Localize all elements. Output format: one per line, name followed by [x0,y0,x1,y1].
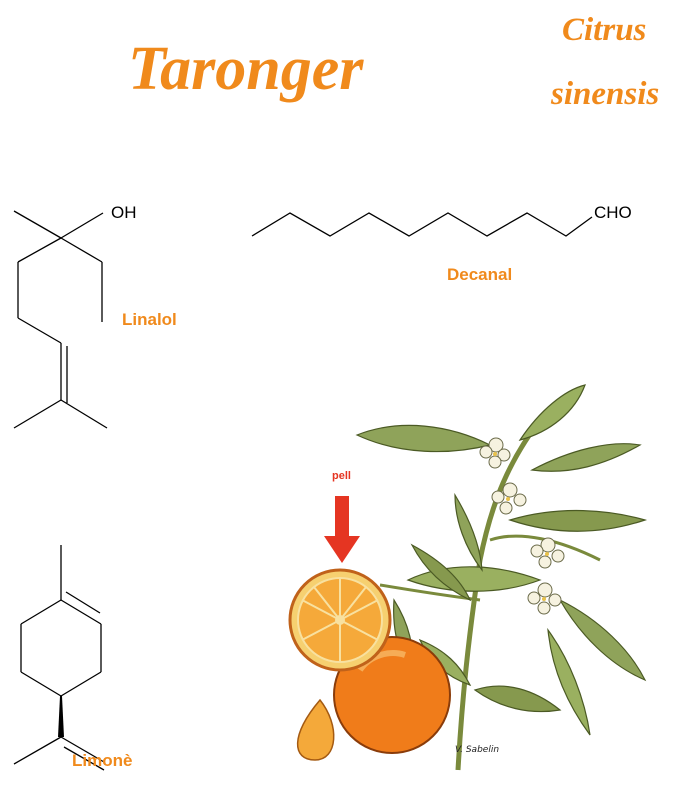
leaf-icon [454,492,483,572]
limonene-label: Limonè [72,751,133,770]
leaf-icon [508,509,648,532]
leaf-icon [355,424,492,453]
scientific-name-species: sinensis [551,76,660,112]
limonene-structure [13,545,105,771]
blossom-icon [488,437,504,453]
common-name-title: Taronger [128,35,364,103]
leaf-icon [558,598,647,682]
orange-slice-icon [288,568,392,672]
leaf-icon [410,543,472,602]
scientific-name-genus: Citrus [562,12,647,48]
oil-drop-icon [296,698,335,761]
leaf-icon [473,685,562,713]
leaf-icon [530,443,642,472]
linalol-hydroxyl-label: OH [111,203,137,222]
leaf-icon [547,627,591,736]
leaf-icon [518,384,586,441]
limonene-wedge-bond [58,696,64,737]
illustration-signature: V. Sabelin [455,745,499,755]
decanal-label: Decanal [447,265,513,284]
blossom-icon [540,537,556,553]
leaf-icon [406,566,542,592]
peel-arrow-icon [324,496,360,563]
blossom-icon [537,582,553,598]
peel-label: pell [332,470,351,482]
linalol-label: Linalol [122,310,177,329]
blossom-icon [502,482,518,498]
decanal-structure [251,212,593,237]
orange-tree-illustration [288,384,648,771]
linalol-structure [13,210,108,429]
decanal-aldehyde-label: CHO [594,203,632,222]
